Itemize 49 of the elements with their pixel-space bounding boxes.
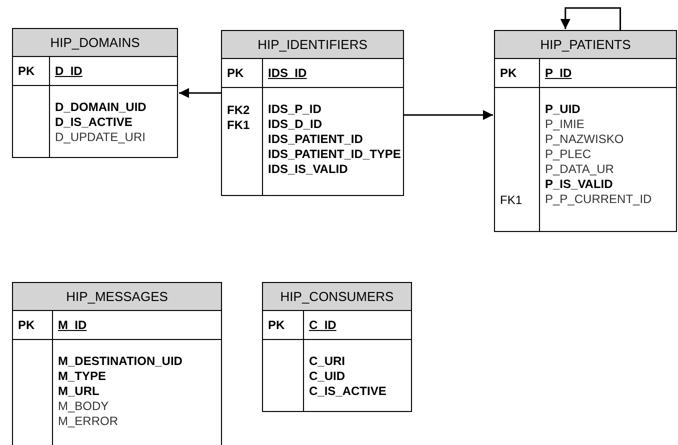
column-name: P_NAZWISKO xyxy=(544,132,624,147)
entity-table xyxy=(494,30,677,232)
relationship-arrow xyxy=(404,110,493,120)
entity-table xyxy=(12,28,178,158)
key-label: PK xyxy=(500,65,517,82)
column-name: P_P_CURRENT_ID xyxy=(544,192,652,207)
column-name: M_ERROR xyxy=(57,414,118,429)
column-name: D_DOMAIN_UID xyxy=(54,100,146,115)
key-label: PK xyxy=(227,65,244,82)
column-name: D_IS_ACTIVE xyxy=(54,115,132,130)
primary-key-column: P_ID xyxy=(545,64,572,82)
primary-key-column: D_ID xyxy=(55,62,82,80)
column-name: IDS_P_ID xyxy=(267,102,322,117)
key-label: PK xyxy=(18,63,35,80)
primary-key-column: C_ID xyxy=(309,316,336,334)
column-name: C_URI xyxy=(308,354,346,369)
column-name: P_PLEC xyxy=(544,147,592,162)
column-name: P_UID xyxy=(544,102,580,117)
table-header: HIP_PATIENTS xyxy=(495,31,676,59)
entity-table xyxy=(221,30,404,196)
table-header: HIP_IDENTIFIERS xyxy=(222,31,403,59)
column-name: IDS_PATIENT_ID_TYPE xyxy=(267,147,401,162)
relationship-arrow xyxy=(560,7,622,30)
column-name: IDS_D_ID xyxy=(267,117,322,132)
key-label: PK xyxy=(268,317,285,334)
column-name: P_DATA_UR xyxy=(544,162,614,177)
column-name: IDS_PATIENT_ID xyxy=(267,132,363,147)
key-label: FK1 xyxy=(227,118,250,132)
key-label: FK1 xyxy=(500,192,522,206)
column-name: C_IS_ACTIVE xyxy=(308,384,386,399)
column-name: P_IMIE xyxy=(544,117,584,132)
key-label: PK xyxy=(18,317,35,334)
column-name: D_UPDATE_URI xyxy=(54,130,146,145)
column-name: C_UID xyxy=(308,369,346,384)
column-name: M_DESTINATION_UID xyxy=(57,354,182,369)
key-label: FK2 xyxy=(227,102,250,116)
relationship-arrow xyxy=(179,88,221,98)
column-name: IDS_IS_VALID xyxy=(267,162,348,177)
table-header: HIP_CONSUMERS xyxy=(263,283,411,311)
entity-table xyxy=(262,282,412,412)
primary-key-column: IDS_ID xyxy=(268,64,307,82)
column-name: M_BODY xyxy=(57,399,109,414)
column-name: M_TYPE xyxy=(57,369,106,384)
entity-table xyxy=(12,282,222,445)
table-header: HIP_MESSAGES xyxy=(13,283,221,311)
table-header: HIP_DOMAINS xyxy=(13,29,177,57)
primary-key-column: M_ID xyxy=(58,316,87,334)
column-name: M_URL xyxy=(57,384,100,399)
column-name: P_IS_VALID xyxy=(544,177,613,192)
